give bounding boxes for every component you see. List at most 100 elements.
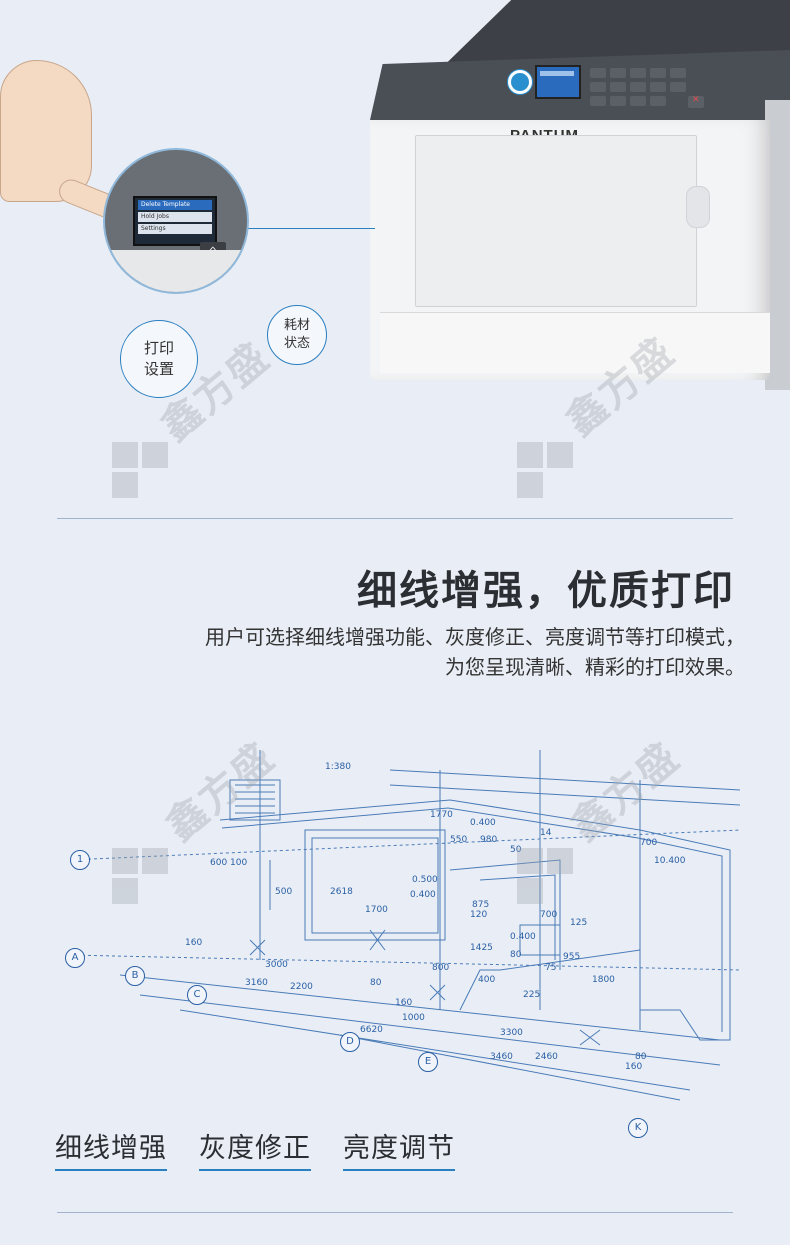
dimension-label: 0.400: [470, 818, 496, 828]
dimension-label: 125: [570, 918, 588, 928]
axis-marker: B: [125, 966, 145, 986]
dimension-label: 0.400: [410, 890, 436, 900]
dimension-label: 1800: [592, 975, 615, 985]
screen-item: Delete Template: [138, 200, 212, 210]
axis-marker: C: [187, 985, 207, 1005]
axis-marker: K: [628, 1118, 648, 1138]
dimension-label: 700: [540, 910, 558, 920]
dimension-label: 160: [395, 998, 413, 1008]
stop-key-icon: [688, 95, 704, 108]
printer-image: PANTUM: [370, 0, 790, 400]
dimension-label: 14: [540, 828, 552, 838]
key: [670, 82, 686, 92]
dimension-label: 80: [635, 1052, 647, 1062]
tab-grayscale-correction: 灰度修正: [199, 1126, 311, 1171]
consumables-status-tag: 耗材 状态: [267, 305, 327, 365]
section-divider: [57, 1212, 733, 1213]
dimension-label: 75: [545, 963, 557, 973]
key: [650, 96, 666, 106]
dimension-label: 3300: [500, 1028, 523, 1038]
key: [590, 68, 606, 78]
screen-item: Hold Jobs: [138, 212, 212, 222]
tag-line: 打印: [143, 339, 174, 357]
pointing-hand-illustration: [0, 60, 160, 237]
watermark-logo-icon: [517, 848, 575, 904]
tab-brightness-adjust: 亮度调节: [343, 1126, 455, 1171]
dimension-label: 980: [480, 835, 498, 845]
tag-line: 设置: [143, 360, 174, 378]
dimension-label: 1000: [402, 1013, 425, 1023]
printer-lcd: [535, 65, 581, 99]
tag-line: 耗材: [283, 317, 310, 333]
key: [630, 82, 646, 92]
dimension-label: 2200: [290, 982, 313, 992]
dimension-label: 0.500: [412, 875, 438, 885]
desc-line: 为您呈现清晰、精彩的打印效果。: [445, 655, 745, 679]
key: [650, 82, 666, 92]
dimension-label: 875: [472, 900, 490, 910]
axis-marker: A: [65, 948, 85, 968]
dimension-label: 6620: [360, 1025, 383, 1035]
key: [610, 68, 626, 78]
zoom-lcd-screen: Delete Template Hold Jobs Settings: [133, 196, 217, 246]
print-settings-tag: 打印 设置: [120, 320, 198, 398]
axis-marker: D: [340, 1032, 360, 1052]
axis-marker: 1: [70, 850, 90, 870]
key: [630, 96, 646, 106]
dimension-label: 160: [185, 938, 203, 948]
dimension-label: 1:380: [325, 762, 351, 772]
dimension-label: 3000: [265, 960, 288, 970]
dimension-label: 2460: [535, 1052, 558, 1062]
key: [630, 68, 646, 78]
key: [590, 96, 606, 106]
dimension-label: 3160: [245, 978, 268, 988]
dimension-label: 1425: [470, 943, 493, 953]
key: [610, 96, 626, 106]
key: [610, 82, 626, 92]
key: [650, 68, 666, 78]
dimension-label: 1770: [430, 810, 453, 820]
printer-front-door: [415, 135, 710, 307]
watermark-logo-icon: [112, 848, 170, 904]
dimension-label: 50: [510, 845, 522, 855]
door-handle: [686, 186, 710, 228]
feature-tabs: 细线增强 灰度修正 亮度调节: [55, 1126, 455, 1171]
control-panel-zoom: Delete Template Hold Jobs Settings ⌂: [103, 148, 249, 294]
dimension-label: 1700: [365, 905, 388, 915]
watermark-logo-icon: [112, 442, 170, 498]
dimension-label: 3460: [490, 1052, 513, 1062]
dimension-label: 80: [370, 978, 382, 988]
tab-fine-line-enhance: 细线增强: [55, 1126, 167, 1171]
dimension-label: 700: [640, 838, 658, 848]
blueprint-drawing: [69, 750, 741, 1101]
dimension-label: 800: [432, 963, 450, 973]
paper-tray: [380, 312, 770, 373]
dimension-label: 100: [230, 858, 248, 868]
feature-title: 细线增强，优质打印: [357, 568, 735, 614]
dimension-label: 955: [563, 952, 581, 962]
dimension-label: 160: [625, 1062, 643, 1072]
key: [670, 68, 686, 78]
dimension-label: 80: [510, 950, 522, 960]
zoom-base: [105, 250, 247, 292]
printer-keypad: [590, 68, 686, 106]
feature-description: 用户可选择细线增强功能、灰度修正、亮度调节等打印模式， 为您呈现清晰、精彩的打印…: [45, 622, 745, 682]
blueprint-illustration: 1:380 1770 0.400 980 550 50 14 700 1 0.40…: [40, 710, 770, 1140]
callout-line: [245, 228, 375, 229]
dimension-label: 550: [450, 835, 468, 845]
dimension-label: 2618: [330, 887, 353, 897]
printer-section: PANTUM Delete Template Hold Jobs Setting…: [0, 0, 790, 520]
section-divider: [57, 518, 733, 519]
watermark-logo-icon: [517, 442, 575, 498]
dimension-label: 500: [275, 887, 293, 897]
hand-palm: [0, 60, 92, 202]
dimension-label: 0.400: [510, 932, 536, 942]
panel-marker-dot: [508, 70, 532, 94]
dimension-label: 120: [470, 910, 488, 920]
axis-marker: E: [418, 1052, 438, 1072]
key: [590, 82, 606, 92]
desc-line: 用户可选择细线增强功能、灰度修正、亮度调节等打印模式，: [205, 625, 745, 649]
dimension-label: 600: [210, 858, 228, 868]
dimension-label: 400: [478, 975, 496, 985]
tag-line: 状态: [283, 336, 310, 351]
